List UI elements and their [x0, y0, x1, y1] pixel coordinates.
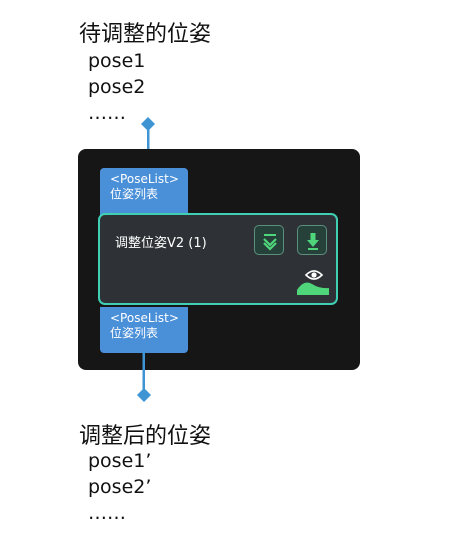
collapse-button[interactable]: [254, 225, 284, 255]
input-connector: [138, 115, 158, 170]
output-port-type: <PoseList>: [110, 311, 179, 325]
output-port-label: 位姿列表: [110, 326, 159, 340]
output-item-pose1: pose1’: [88, 450, 152, 472]
input-item-pose2: pose2: [88, 76, 146, 98]
input-item-ellipsis: ……: [88, 102, 126, 124]
output-connector: [134, 352, 154, 404]
output-item-pose2: pose2’: [88, 476, 152, 498]
output-port[interactable]: <PoseList> 位姿列表: [100, 307, 188, 353]
input-port-label: 位姿列表: [110, 187, 159, 201]
node-title: 调整位姿V2 (1): [115, 236, 207, 251]
collapse-icon: [263, 234, 277, 251]
output-item-ellipsis: ……: [88, 502, 126, 524]
input-port-type: <PoseList>: [110, 172, 179, 186]
download-icon: [307, 233, 319, 250]
visualize-icon[interactable]: [296, 266, 330, 296]
input-port[interactable]: <PoseList> 位姿列表: [100, 168, 188, 215]
input-item-pose1: pose1: [88, 50, 146, 72]
input-title: 待调整的位姿: [79, 22, 212, 47]
download-button[interactable]: [297, 225, 327, 255]
output-title: 调整后的位姿: [79, 424, 212, 449]
